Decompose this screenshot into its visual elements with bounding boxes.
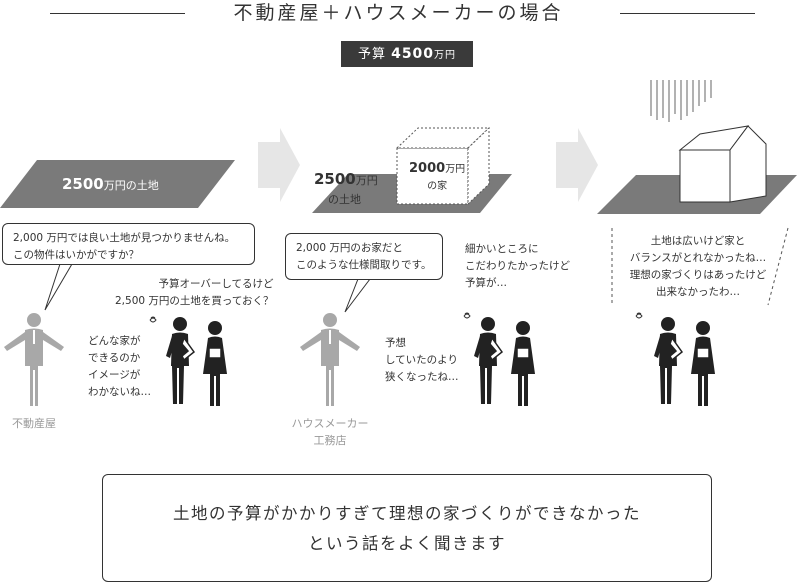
thought2-line3: 予算が…	[465, 277, 507, 289]
house-amount: 2000	[409, 161, 446, 176]
title-rule-right	[620, 13, 755, 14]
conclusion-line2: という話をよく聞きます	[308, 534, 506, 553]
house-outline-solid	[678, 125, 767, 203]
budget-badge: 予算 4500万円	[341, 41, 473, 67]
couple-worry-1: どんな家が できるのか イメージが わかないね…	[88, 333, 151, 401]
worry2-line1: 予想	[385, 337, 406, 349]
arrow-right-2	[556, 128, 598, 202]
bubble-tail-2	[344, 278, 372, 313]
housemaker-label-line1: ハウスメーカー	[291, 417, 369, 430]
housemaker-label: ハウスメーカー 工務店	[282, 415, 378, 449]
budget-amount: 4500	[391, 46, 435, 62]
worry2-line2: していたのより	[385, 354, 458, 366]
worry1-line1: どんな家が	[88, 335, 141, 347]
speech-bubble-realtor: 2,000 万円では良い土地が見つかりませんね。 この物件はいかがですか？	[2, 223, 255, 265]
house-price-label: 2000万円 の家	[409, 160, 465, 194]
page-title: 不動産屋＋ハウスメーカーの場合	[233, 2, 564, 24]
worry1-line2: できるのか	[88, 352, 141, 364]
thought3-line2: バランスがとれなかったね…	[629, 252, 767, 264]
budget-prefix: 予算	[357, 47, 392, 62]
house-outline-dotted	[395, 126, 491, 206]
bubble-housemaker-line2: このような仕様間取りです。	[296, 259, 432, 271]
couple-figure-1	[165, 316, 228, 407]
rain-lines-icon	[650, 80, 712, 122]
worry1-line3: イメージが	[88, 369, 141, 381]
conclusion-line1: 土地の予算がかかりすぎて理想の家づくりができなかった	[173, 504, 641, 523]
land-suffix-2: の土地	[328, 193, 361, 206]
couple-thought-2: 細かいところに こだわりたかったけど 予算が…	[465, 241, 570, 292]
bubble-tail-1	[44, 263, 73, 311]
land-amount-1: 2500	[62, 175, 104, 193]
land-parallelogram-1	[0, 160, 235, 208]
bubble-housemaker-line1: 2,000 万円のお家だと	[296, 242, 403, 254]
worry1-line4: わかないね…	[88, 386, 151, 398]
thought1-line1: 予算オーバーしてるけど	[158, 278, 274, 290]
housemaker-label-line2: 工務店	[313, 434, 347, 447]
couple-figure-2	[473, 316, 536, 407]
thought2-line1: 細かいところに	[465, 243, 539, 255]
thought1-line2: 2,500 万円の土地を買っておく？	[115, 295, 274, 307]
housemaker-agent-figure	[300, 313, 360, 406]
thought3-line3: 理想の家づくりはあったけど	[629, 269, 767, 281]
house-suffix: の家	[427, 181, 448, 192]
arrow-right-1	[258, 128, 300, 202]
thought-dashes	[611, 227, 789, 306]
thought3-line1: 土地は広いけど家と	[650, 235, 746, 247]
land-price-label-2: 2500万円 の土地	[314, 170, 378, 208]
couple-worry-2: 予想 していたのより 狭くなったね…	[385, 335, 459, 386]
land-amount-2: 2500	[314, 170, 356, 188]
thought3-line4: 出来なかったわ…	[656, 286, 740, 298]
couple-figure-3	[653, 316, 716, 407]
conclusion-box: 土地の予算がかかりすぎて理想の家づくりができなかった という話をよく聞きます	[102, 474, 712, 582]
title-rule-left	[50, 13, 185, 14]
house-unit: 万円	[445, 164, 466, 175]
bubble-realtor-line2: この物件はいかがですか？	[13, 249, 139, 261]
thought2-line2: こだわりたかったけど	[465, 260, 570, 272]
speech-bubble-housemaker: 2,000 万円のお家だと このような仕様間取りです。	[285, 233, 443, 280]
land-unit-2: 万円	[355, 174, 378, 187]
budget-unit: 万円	[434, 50, 457, 61]
worry2-line3: 狭くなったね…	[385, 371, 459, 383]
land-unit-1: 万円の土地	[103, 179, 159, 192]
realtor-agent-figure	[4, 313, 64, 406]
worry-scribble-icon	[149, 312, 643, 323]
bubble-realtor-line1: 2,000 万円では良い土地が見つかりませんね。	[13, 232, 236, 244]
realtor-label: 不動産屋	[12, 417, 56, 430]
couple-thought-1: 予算オーバーしてるけど 2,500 万円の土地を買っておく？	[115, 276, 274, 310]
land-price-label-1: 2500万円の土地	[62, 174, 159, 193]
couple-thought-3: 土地は広いけど家と バランスがとれなかったね… 理想の家づくりはあったけど 出来…	[608, 233, 788, 301]
